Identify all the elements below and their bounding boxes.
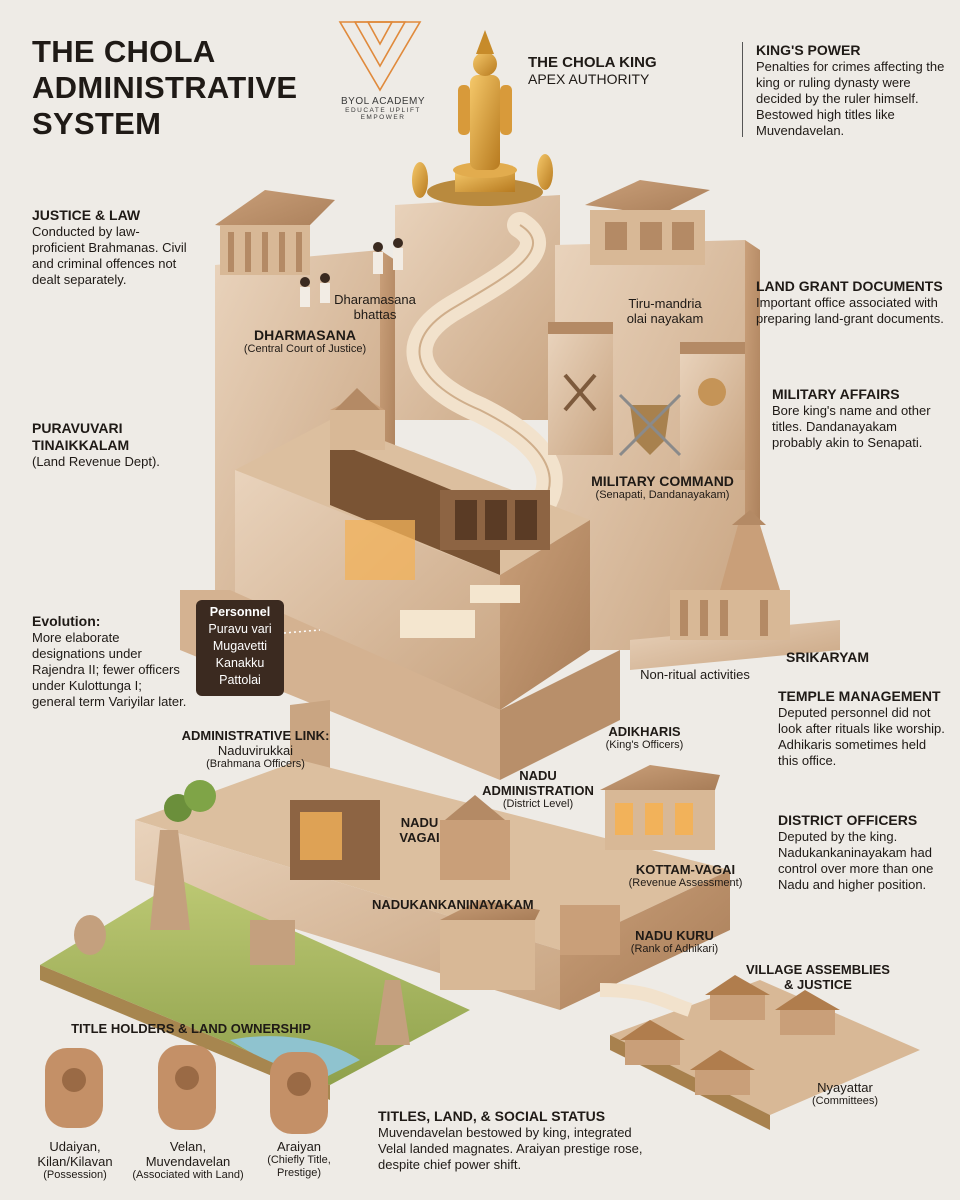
district-complex [135,760,730,1010]
puravuvari-block: PURAVUVARI TINAIKKALAM (Land Revenue Dep… [32,420,160,469]
admin-link-label: ADMINISTRATIVE LINK: Naduvirukkai (Brahm… [181,728,330,770]
titles-land-block: TITLES, LAND, & SOCIAL STATUS Muvendavel… [378,1108,643,1172]
evolution-block: Evolution: More elaborate designations u… [32,613,187,709]
logo-name: BYOL ACADEMY [341,96,425,107]
logo-triangle [338,21,422,92]
nadu-admin-label: NADU ADMINISTRATION (District Level) [482,768,594,810]
temple-block: TEMPLE MANAGEMENT Deputed personnel did … [778,688,945,768]
dharmasana-building [215,190,403,307]
title-holder-velan: Velan, Muvendavelan (Associated with Lan… [132,1139,244,1181]
king-statue [412,30,553,206]
kings-power-block: KING'S POWER Penalties for crimes affect… [756,42,945,138]
land-grant-block: LAND GRANT DOCUMENTS Important office as… [756,278,944,326]
grass-island [40,780,470,1100]
non-ritual-label: Non-ritual activities [640,667,750,682]
military-command-label: MILITARY COMMAND (Senapati, Dandanayakam… [591,473,734,502]
village-label: VILLAGE ASSEMBLIES & JUSTICE [746,962,890,992]
srikaryam-temple [630,510,840,670]
logo: BYOL ACADEMY EDUCATE UPLIFT EMPOWER [328,96,438,121]
adhikaris-label: ADIKHARIS (King's Officers) [605,724,684,751]
dharmasana-label: DHARMASANA (Central Court of Justice) [243,327,367,356]
tirumandira-building [585,180,710,265]
tirumandira-label: Tiru-mandria olai nayakam [626,296,704,326]
military-towers [548,322,745,470]
personnel-item: Puravu vari [208,622,272,636]
personnel-box: Personnel Puravu vari Mugavetti Kanakku … [196,600,284,696]
personnel-item: Kanakku [215,656,265,670]
nyayattar-label: Nyayattar (Committees) [811,1080,878,1107]
title-holder-udaiyan: Udaiyan, Kilan/Kilavan (Possession) [37,1139,113,1181]
central-palace [235,388,590,710]
title-holder-araiyan: Araiyan (Chiefly Title, Prestige) [267,1139,331,1179]
justice-block: JUSTICE & LAW Conducted by law-proficien… [32,207,187,287]
kottam-label: KOTTAM-VAGAI (Revenue Assessment) [628,862,743,889]
nadu-vagai-label: NADU VAGAI [399,815,440,845]
personnel-item: Mugavetti [212,639,268,653]
divider [742,42,743,137]
nadu-kuru-label: NADU KURU (Rank of Adhikari) [630,928,719,955]
title-holders-heading: TITLE HOLDERS & LAND OWNERSHIP [71,1021,311,1036]
dharmasana-officials-label: Dharamasana bhattas [334,292,416,322]
logo-tagline: EDUCATE UPLIFT EMPOWER [345,107,421,121]
king-label: THE CHOLA KING APEX AUTHORITY [528,54,657,87]
nadukankani-label: NADUKANKANINAYAKAM [372,897,534,912]
page-title: THE CHOLA ADMINISTRATIVE SYSTEM [32,34,298,141]
district-block: DISTRICT OFFICERS Deputed by the king. N… [778,812,934,892]
personnel-item: Pattolai [219,673,261,687]
srikaryam-label: SRIKARYAM [786,649,869,665]
military-affairs-block: MILITARY AFFAIRS Bore king's name and ot… [772,386,931,450]
title-holder-plaques [45,1045,328,1134]
